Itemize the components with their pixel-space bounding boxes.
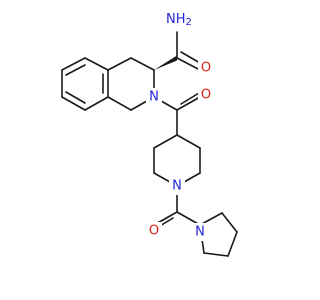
bond [180, 92, 200, 105]
bond [227, 231, 238, 257]
bond [180, 51, 201, 64]
atom-bg [146, 222, 162, 240]
atom-label-o: O [149, 224, 159, 239]
bond [61, 57, 86, 71]
atom-bg [146, 88, 162, 106]
atom-label-o: O [201, 61, 211, 76]
atom-pyrrolidine-n: N [192, 223, 208, 241]
bond [130, 57, 155, 71]
bond [176, 57, 201, 71]
atom-label-n: N [149, 90, 159, 105]
bond [107, 57, 132, 71]
atom-bg [198, 86, 214, 104]
bond [176, 134, 201, 149]
bond [65, 91, 86, 104]
bond [65, 64, 86, 76]
atom-piperidine-n: N [169, 177, 185, 195]
bond [153, 134, 178, 149]
wedge-bond [154, 55, 177, 70]
bond [176, 211, 201, 226]
atom-label-n: N [195, 225, 205, 240]
atom-labels: NH2 O N O N O N [146, 9, 214, 241]
atom-bg [198, 59, 214, 77]
bond [84, 96, 109, 111]
atom-label-nh2: NH2 [166, 12, 192, 28]
atom-bg [169, 177, 185, 195]
bond [221, 212, 238, 233]
atom-acyl-o: O [198, 86, 214, 104]
atom-label-o: O [201, 88, 211, 103]
atom-amide-nh2: NH2 [165, 9, 195, 29]
bond [203, 252, 229, 257]
atom-amide-o: O [198, 59, 214, 77]
bond [107, 96, 132, 111]
bond [84, 57, 109, 71]
atom-bg [192, 223, 208, 241]
molecule-structure: NH2 O N O N O N [61, 9, 238, 257]
atom-ring-n: N [146, 88, 162, 106]
atom-carbamoyl-o: O [146, 222, 162, 240]
atom-bg [165, 9, 195, 29]
bond [61, 96, 86, 111]
bond [176, 96, 201, 111]
atom-label-n: N [172, 179, 182, 194]
